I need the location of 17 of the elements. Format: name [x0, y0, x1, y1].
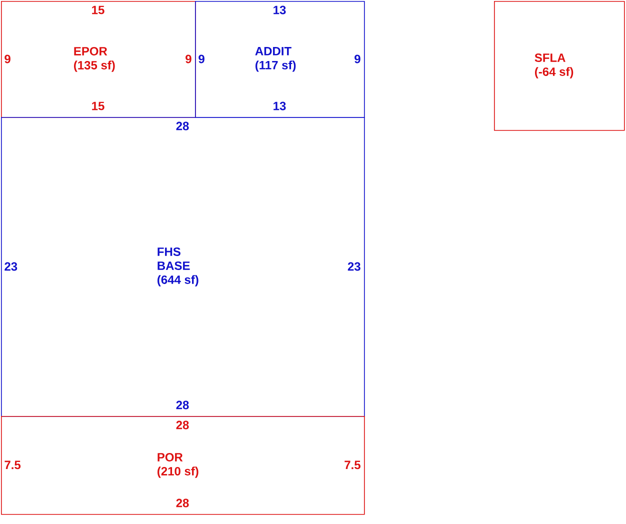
dimension-label: 28 [176, 420, 189, 430]
dimension-label: 9 [354, 54, 360, 64]
dimension-label: 13 [274, 102, 286, 110]
dimension-label: 23 [4, 262, 18, 271]
room-box: SFLA (-64 sf) [494, 1, 625, 131]
dimension-label: 7.5 [4, 460, 21, 470]
dimension-label: 28 [176, 122, 189, 130]
dimension-label: 9 [4, 54, 10, 64]
dimension-label: 23 [348, 262, 360, 271]
dimension-label: 9 [198, 54, 204, 64]
dimension-label: 15 [92, 102, 104, 110]
dimension-label: 28 [176, 498, 189, 508]
dimension-label: 15 [92, 6, 104, 14]
dimension-label: 9 [186, 54, 192, 64]
dimension-label: 13 [274, 6, 286, 14]
dimension-label: 28 [176, 400, 189, 410]
dimension-label: 7.5 [344, 460, 360, 470]
